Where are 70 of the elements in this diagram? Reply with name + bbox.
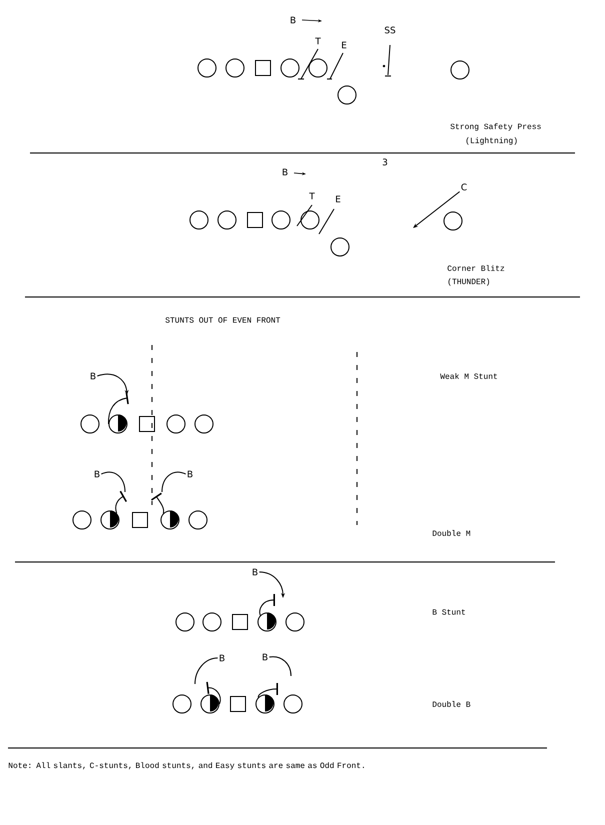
- player-circle: [194, 414, 214, 434]
- player-letter: E: [336, 196, 340, 202]
- block-line: [258, 683, 278, 698]
- player-circle: [338, 86, 356, 104]
- block-line: [206, 682, 221, 704]
- player-circle: [226, 58, 244, 78]
- center-square: [255, 60, 271, 76]
- block-line: [115, 490, 127, 514]
- player-letter: SS: [384, 26, 396, 34]
- blitz-arrow: [413, 191, 460, 228]
- play-name: B Stunt: [432, 609, 465, 615]
- player-circle: [72, 510, 92, 530]
- player-letter: B: [90, 372, 96, 380]
- center-square: [232, 614, 248, 630]
- center-square: [247, 212, 263, 228]
- player-circle: [308, 58, 328, 78]
- block-line: [259, 594, 275, 616]
- player-circle: [172, 694, 192, 714]
- stunt-line: [268, 656, 292, 676]
- player-circle: [200, 694, 220, 714]
- player-circle: [444, 212, 462, 230]
- play-name: Corner Blitz: [448, 265, 504, 271]
- player-letter: B: [220, 654, 224, 662]
- player-circle: [160, 510, 180, 530]
- player-circle: [286, 612, 304, 632]
- section-heading: STUNTS OUT OF EVEN FRONT: [166, 317, 280, 323]
- player-circle: [176, 612, 194, 632]
- player-letter: T: [309, 192, 315, 200]
- player-circle: [100, 510, 120, 530]
- player-letter: 3: [382, 158, 388, 166]
- player-circle: [188, 510, 208, 530]
- play-name: (THUNDER): [448, 278, 490, 286]
- stunt-line: [162, 472, 186, 492]
- player-letter: B: [282, 168, 288, 176]
- player-circle: [450, 60, 470, 80]
- player-circle: [300, 210, 320, 230]
- stunt-line: [194, 658, 218, 684]
- player-letter: B: [290, 16, 296, 24]
- play-name: Double M: [432, 530, 470, 536]
- play-name: Strong Safety Press: [450, 123, 541, 131]
- stunt-line: [100, 472, 126, 492]
- player-circle: [256, 694, 274, 714]
- player-letter: B: [94, 470, 100, 478]
- player-circle: [258, 612, 276, 632]
- player-circle: [218, 210, 236, 230]
- player-letter: T: [315, 38, 321, 44]
- player-letter: B: [262, 654, 268, 660]
- player-circle: [166, 414, 186, 434]
- player-circle: [80, 414, 100, 434]
- player-circle: [330, 238, 350, 256]
- player-circle: [202, 612, 222, 632]
- player-letter: B: [252, 568, 258, 576]
- player-letter: E: [342, 42, 346, 48]
- player-circle: [198, 58, 216, 78]
- center-square: [132, 512, 148, 528]
- player-letter: B: [188, 470, 192, 478]
- player-circle: [108, 414, 128, 434]
- player-circle: [280, 58, 300, 78]
- block-line: [151, 492, 164, 514]
- player-circle: [284, 694, 302, 714]
- player-letter: C: [461, 184, 467, 190]
- play-name: Weak M Stunt: [440, 373, 497, 379]
- note-text: Note: All slants, C-stunts, Blood stunts, and Easy stunts are same as Odd Front.: [8, 762, 364, 770]
- player-circle: [272, 210, 290, 230]
- player-circle: [190, 210, 208, 230]
- play-name: (Lightning): [466, 137, 517, 145]
- play-name: Double B: [432, 701, 470, 707]
- center-square: [230, 696, 246, 712]
- block-line: [108, 392, 129, 424]
- center-square: [139, 416, 155, 432]
